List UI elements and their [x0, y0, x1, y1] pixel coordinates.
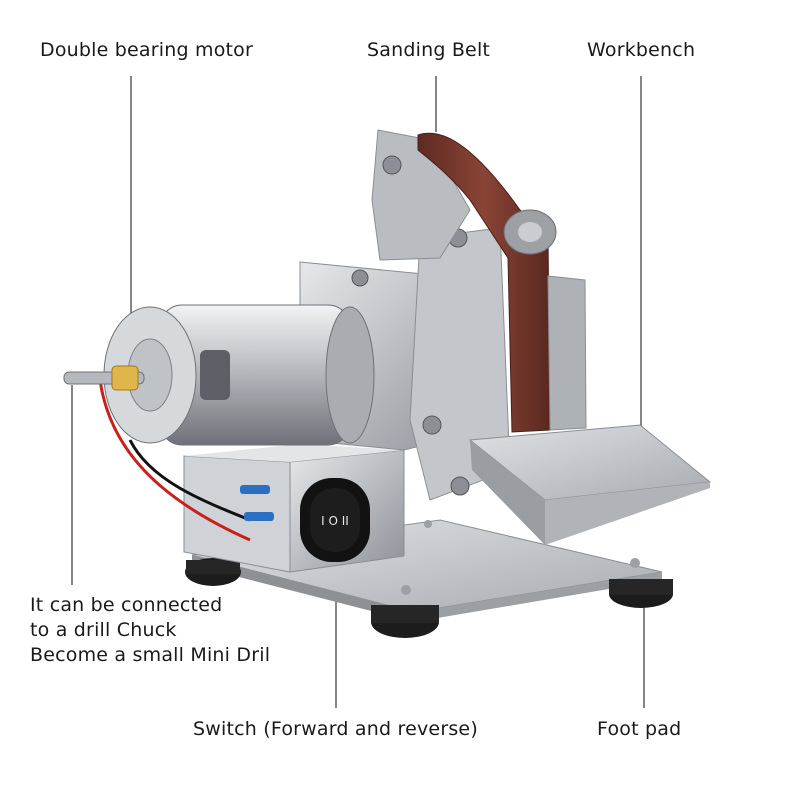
switch-label: Switch (Forward and reverse) — [193, 718, 478, 740]
drill-line-1: It can be connected — [30, 594, 223, 616]
switch-symbols: I O II — [321, 514, 349, 528]
drill-line-3: Become a small Mini Dril — [30, 644, 271, 666]
belt-label: Sanding Belt — [367, 39, 491, 61]
foot-pad-label: Foot pad — [597, 718, 682, 740]
base-plate-edge-right — [414, 572, 662, 622]
drill-line-2: to a drill Chuck — [30, 619, 177, 641]
workbench-label: Workbench — [587, 39, 696, 61]
drill-chuck-label: It can be connected to a drill Chuck Bec… — [30, 593, 270, 668]
foot-pads — [185, 558, 673, 638]
base-plate-edge — [192, 555, 414, 622]
motor-label: Double bearing motor — [40, 39, 254, 61]
